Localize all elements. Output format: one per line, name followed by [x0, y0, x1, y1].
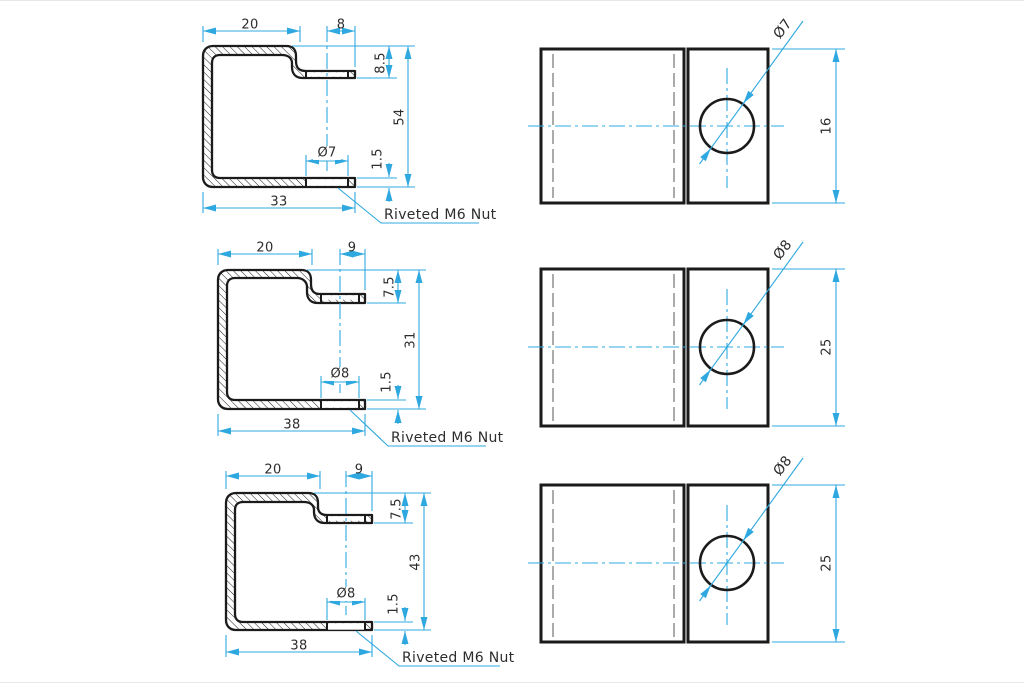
hidden-lines	[552, 54, 675, 198]
dimension-lines	[226, 472, 500, 667]
dim-step-height: 7.5	[390, 498, 405, 520]
dim-top-width: 20	[256, 241, 273, 256]
leader-line	[349, 409, 486, 447]
bracket-profile	[224, 491, 374, 632]
diameter-callout: Ø8	[699, 453, 804, 602]
dim-bottom-width: 38	[290, 639, 307, 654]
dim-hole-diameter: Ø8	[336, 587, 355, 602]
leader-line	[355, 630, 500, 667]
dim-lip-width: 8	[337, 18, 346, 33]
riveted-nut-note: Riveted M6 Nut	[384, 207, 497, 223]
riveted-nut-note: Riveted M6 Nut	[391, 430, 504, 446]
front-height: 16	[820, 117, 835, 134]
hidden-lines	[552, 274, 675, 421]
dim-height: 54	[393, 108, 408, 125]
dim-top-width: 20	[264, 463, 281, 478]
front-view-3: Ø8 25	[528, 453, 845, 644]
row-3: 20 9 7.5 43 1.5 Ø8 38 Riveted M6 Nut Ø8 …	[224, 453, 845, 667]
row-1: 20 8 8.5 54 1.5 Ø7 33 Riveted M6 Nut Ø7 …	[201, 16, 845, 224]
section-view-1: 20 8 8.5 54 1.5 Ø7 33 Riveted M6 Nut	[201, 18, 497, 224]
bracket-profile	[216, 268, 367, 411]
front-height: 25	[820, 338, 835, 355]
height-dimension: 25	[772, 484, 845, 643]
diameter-callout: Ø8	[699, 237, 804, 386]
dim-thickness: 1.5	[371, 148, 386, 170]
diameter-callout: Ø7	[699, 16, 804, 165]
hole-circle	[698, 534, 756, 592]
dim-height: 31	[404, 331, 419, 348]
dim-hole-diameter: Ø7	[317, 146, 336, 161]
dim-thickness: 1.5	[380, 371, 395, 393]
row-2: 20 9 7.5 31 1.5 Ø8 38 Riveted M6 Nut Ø8 …	[216, 237, 845, 447]
dimension-lines	[203, 27, 479, 224]
dim-lip-width: 9	[355, 463, 364, 478]
height-dimension: 25	[772, 268, 845, 427]
front-hole-diameter: Ø8	[770, 453, 795, 479]
front-hole-diameter: Ø8	[770, 237, 795, 263]
dim-thickness: 1.5	[387, 593, 402, 615]
center-lines	[528, 505, 784, 625]
section-view-2: 20 9 7.5 31 1.5 Ø8 38 Riveted M6 Nut	[216, 241, 504, 447]
riveted-nut-note: Riveted M6 Nut	[402, 650, 515, 666]
section-view-3: 20 9 7.5 43 1.5 Ø8 38 Riveted M6 Nut	[224, 463, 515, 667]
leader-line	[337, 187, 479, 224]
label-halo	[332, 587, 360, 601]
dim-lip-width: 9	[348, 241, 357, 256]
front-view-2: Ø8 25	[528, 237, 845, 428]
dim-bottom-width: 38	[283, 418, 300, 433]
dim-hole-diameter: Ø8	[330, 367, 349, 382]
bracket-plate	[686, 47, 770, 205]
front-view-1: Ø7 16	[528, 16, 845, 205]
dimension-lines	[218, 250, 486, 447]
dim-step-height: 8.5	[374, 52, 389, 74]
center-lines	[528, 68, 784, 188]
label-halo	[313, 146, 341, 160]
front-hole-diameter: Ø7	[770, 16, 795, 42]
center-lines	[528, 289, 784, 409]
bracket-plate	[686, 267, 770, 428]
bracket-plate	[686, 483, 770, 644]
dim-bottom-width: 33	[270, 195, 287, 210]
hole-circle	[698, 97, 756, 155]
label-halo	[326, 367, 354, 381]
hidden-lines	[552, 490, 675, 637]
bracket-profile	[201, 44, 357, 189]
dim-height: 43	[409, 553, 424, 570]
front-height: 25	[820, 554, 835, 571]
hole-circle	[698, 318, 756, 376]
height-dimension: 16	[772, 48, 845, 204]
dim-top-width: 20	[241, 18, 258, 33]
dim-step-height: 7.5	[383, 276, 398, 298]
